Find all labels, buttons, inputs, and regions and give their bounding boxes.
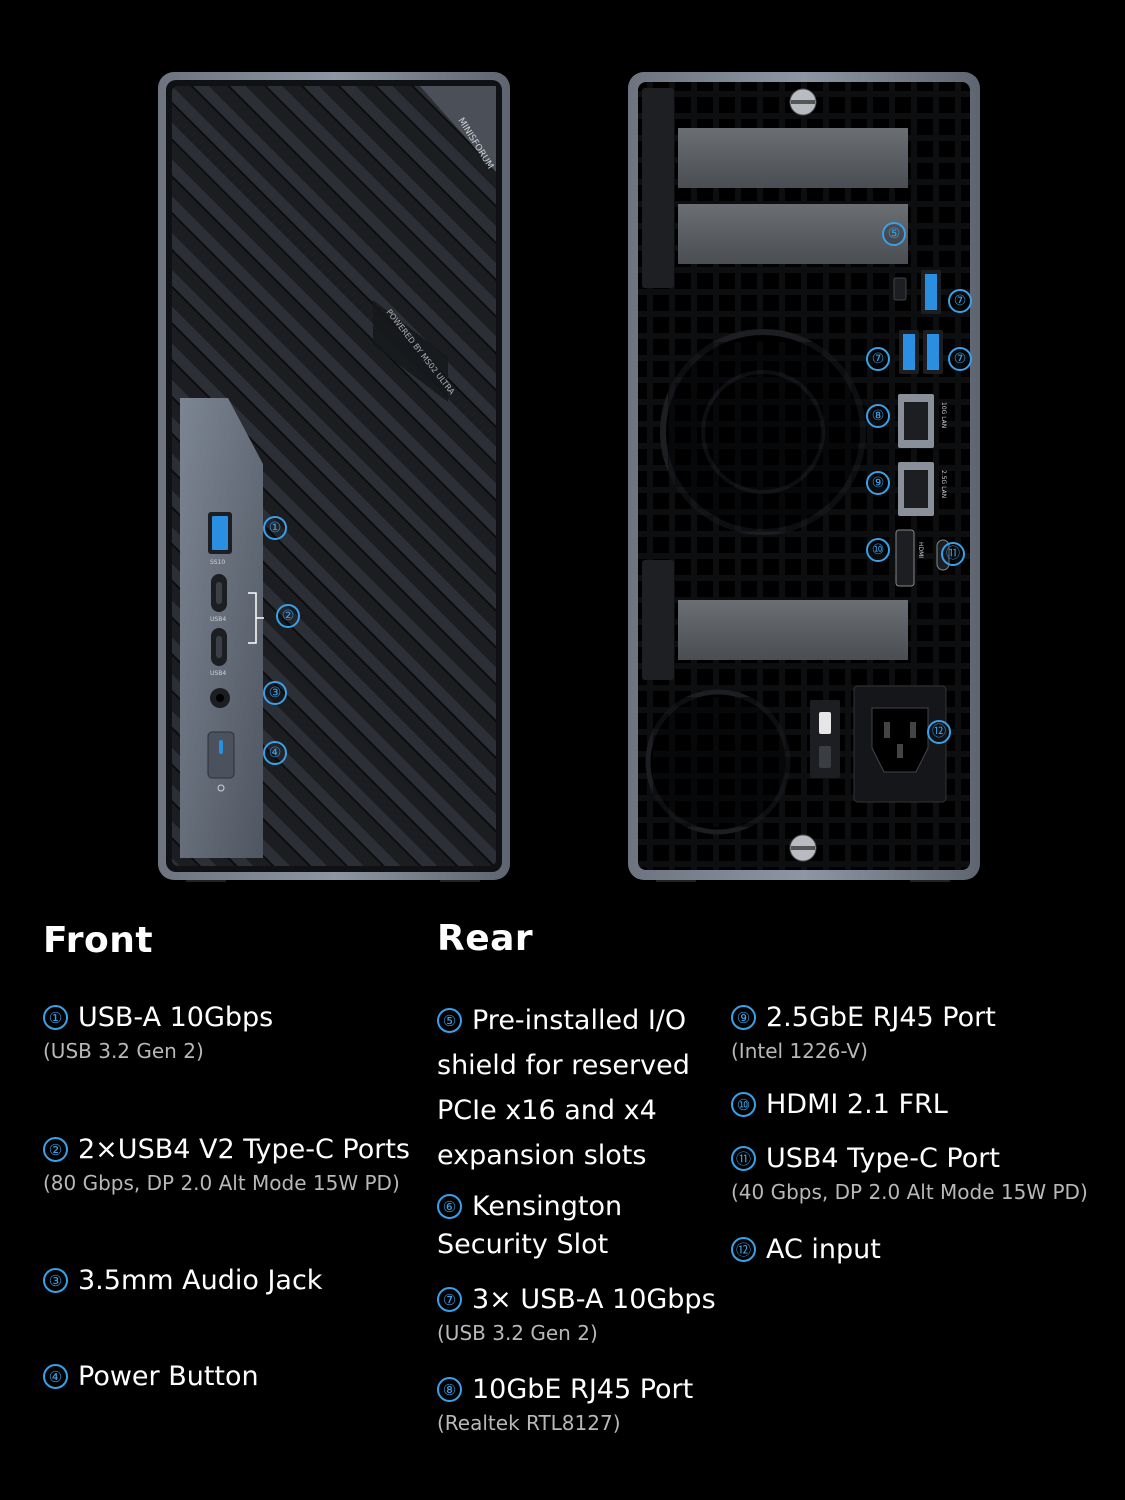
rear-item-12-title: AC input: [766, 1234, 881, 1265]
front-heading: Front: [43, 920, 154, 961]
rear-item-7-badge: ⑦: [437, 1287, 462, 1312]
rear-item-12-badge: ⑫: [731, 1237, 756, 1262]
rear-item-5-line-2: shield for reserved: [437, 1050, 690, 1081]
rear-item-8-badge: ⑧: [437, 1377, 462, 1402]
front-item-2-badge: ②: [43, 1137, 68, 1162]
front-callout-2: ②: [276, 604, 300, 628]
rear-item-7: ⑦ 3× USB-A 10Gbps (USB 3.2 Gen 2): [437, 1282, 716, 1348]
rear-callout-10: ⑩: [866, 538, 890, 562]
front-callout-4: ④: [263, 741, 287, 765]
rear-item-6-badge: ⑥: [437, 1194, 462, 1219]
rear-hdmi-label: HDMI: [917, 542, 924, 558]
rear-25g-lan-label: 2.5G LAN: [940, 470, 947, 498]
front-item-2-title: 2×USB4 V2 Type-C Ports: [78, 1134, 411, 1165]
rear-item-9-sub: (Intel 1226-V): [731, 1039, 868, 1063]
front-item-1: ① USB-A 10Gbps (USB 3.2 Gen 2): [43, 1000, 273, 1066]
rear-item-11-badge: ⑪: [731, 1146, 756, 1171]
rear-item-11: ⑪ USB4 Type-C Port (40 Gbps, DP 2.0 Alt M…: [731, 1141, 1088, 1207]
rear-item-5-line-4: expansion slots: [437, 1140, 647, 1171]
front-item-4-badge: ④: [43, 1364, 68, 1389]
front-item-3-title: 3.5mm Audio Jack: [78, 1265, 323, 1296]
rear-callout-11: ⑪: [941, 542, 965, 566]
rear-product-image: 10G LAN 2.5G LAN HDMI: [622, 72, 986, 884]
rear-case-illustration: 10G LAN 2.5G LAN HDMI: [622, 72, 986, 884]
rear-item-8: ⑧ 10GbE RJ45 Port (Realtek RTL8127): [437, 1372, 693, 1438]
rear-item-11-title: USB4 Type-C Port: [766, 1143, 1000, 1174]
front-callout-1: ①: [263, 516, 287, 540]
rear-heading: Rear: [437, 918, 534, 959]
rear-item-8-sub: (Realtek RTL8127): [437, 1411, 621, 1435]
front-callout-3: ③: [263, 681, 287, 705]
front-item-2: ② 2×USB4 V2 Type-C Ports (80 Gbps, DP 2.0…: [43, 1132, 410, 1198]
rear-item-9-badge: ⑨: [731, 1005, 756, 1030]
front-item-3-badge: ③: [43, 1268, 68, 1293]
rear-callout-12: ⑫: [927, 720, 951, 744]
rear-item-6-line-2: Security Slot: [437, 1229, 609, 1260]
rear-item-9: ⑨ 2.5GbE RJ45 Port (Intel 1226-V): [731, 1000, 996, 1066]
rear-item-10-badge: ⑩: [731, 1092, 756, 1117]
rear-callout-5: ⑤: [882, 222, 906, 246]
front-item-3: ③ 3.5mm Audio Jack: [43, 1263, 322, 1299]
front-usbc-label-2: USB4: [210, 670, 226, 677]
rear-item-8-title: 10GbE RJ45 Port: [472, 1374, 694, 1405]
rear-item-5-badge: ⑤: [437, 1008, 462, 1033]
rear-item-5-line-1: Pre-installed I/O: [472, 1005, 687, 1036]
rear-item-10: ⑩ HDMI 2.1 FRL: [731, 1087, 948, 1123]
rear-item-5-line-3: PCIe x16 and x4: [437, 1095, 657, 1126]
front-usba-label: SS10: [210, 559, 225, 566]
rear-item-10-title: HDMI 2.1 FRL: [766, 1089, 948, 1120]
rear-item-7-title: 3× USB-A 10Gbps: [472, 1284, 716, 1315]
rear-item-6-line-1: Kensington: [472, 1191, 623, 1222]
rear-callout-7c: ⑦: [948, 347, 972, 371]
front-item-1-badge: ①: [43, 1005, 68, 1030]
rear-callout-7a: ⑦: [948, 289, 972, 313]
front-case-illustration: MINISFORUM POWERED BY MS02 ULTRA SS10 US…: [152, 72, 516, 884]
front-item-1-sub: (USB 3.2 Gen 2): [43, 1039, 204, 1063]
rear-callout-9: ⑨: [866, 471, 890, 495]
front-product-image: MINISFORUM POWERED BY MS02 ULTRA SS10 US…: [152, 72, 516, 884]
rear-item-6: ⑥ Kensington Security Slot: [437, 1188, 622, 1264]
rear-item-5: ⑤ Pre-installed I/O shield for reserved P…: [437, 998, 690, 1178]
front-usbc-label-1: USB4: [210, 616, 226, 623]
rear-callout-7b: ⑦: [866, 347, 890, 371]
rear-item-12: ⑫ AC input: [731, 1232, 881, 1268]
front-item-4: ④ Power Button: [43, 1359, 259, 1395]
rear-item-7-sub: (USB 3.2 Gen 2): [437, 1321, 598, 1345]
rear-item-11-sub: (40 Gbps, DP 2.0 Alt Mode 15W PD): [731, 1180, 1088, 1204]
front-item-2-sub: (80 Gbps, DP 2.0 Alt Mode 15W PD): [43, 1171, 400, 1195]
rear-callout-8: ⑧: [866, 404, 890, 428]
rear-item-9-title: 2.5GbE RJ45 Port: [766, 1002, 996, 1033]
front-item-4-title: Power Button: [78, 1361, 259, 1392]
rear-10g-lan-label: 10G LAN: [940, 402, 947, 428]
front-item-1-title: USB-A 10Gbps: [78, 1002, 274, 1033]
